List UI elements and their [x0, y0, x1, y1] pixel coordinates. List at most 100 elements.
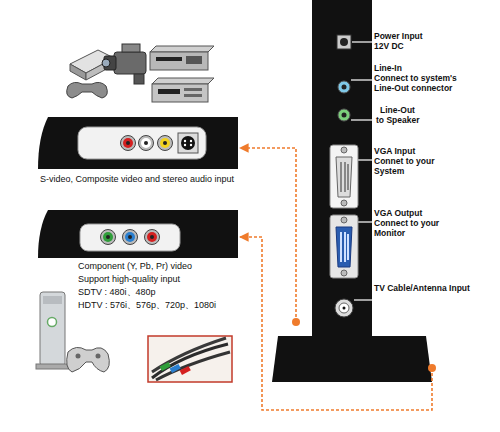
leader-line — [351, 79, 372, 81]
line-in-jack — [338, 81, 350, 93]
input-box-shape — [38, 210, 238, 258]
rca-green — [103, 232, 113, 242]
node-outline — [296, 0, 500, 368]
console-tower-icon — [36, 292, 109, 372]
rca-jack — [139, 136, 154, 151]
jack-hole — [342, 85, 347, 90]
rca-jack — [158, 136, 173, 151]
recorder-slot — [158, 89, 180, 94]
input-caption: Support high-quality input — [78, 274, 278, 285]
input-caption: SDTV : 480i、480p — [78, 287, 278, 298]
callout-label: VGA Input — [374, 146, 484, 156]
rca-white — [141, 138, 151, 148]
callout-label: VGA Output — [374, 208, 484, 218]
pin-row — [344, 232, 346, 262]
photo-frame — [148, 336, 232, 382]
rca-red — [147, 232, 157, 242]
connector-origin-dot — [428, 364, 436, 372]
rca-jack — [121, 136, 136, 151]
rca-yellow — [160, 138, 170, 148]
callout-label: Connet to your System — [374, 156, 452, 176]
callout-label: Line-In — [374, 63, 484, 73]
dashed-connector — [240, 148, 296, 322]
lens-glass — [102, 59, 110, 67]
device-connectors — [330, 35, 358, 317]
d-sub-shell — [336, 157, 352, 197]
vga-output-port — [330, 215, 358, 278]
coax-jack — [335, 299, 353, 317]
recorder-top — [152, 78, 214, 84]
s-video-pin — [184, 140, 186, 142]
pin-row — [347, 234, 349, 260]
callout-label: Connect to system's Line-Out connector — [374, 73, 474, 93]
player-slot — [156, 57, 182, 61]
callout-label: TV Cable/Antenna Input — [374, 283, 494, 293]
s-video-pin — [190, 140, 192, 142]
callout-label: Line-Out — [380, 105, 490, 115]
connector-origin-dot — [292, 318, 300, 326]
device-panel — [312, 0, 372, 336]
vga-input-port — [330, 145, 358, 208]
vcr-dvd-icon — [150, 46, 214, 102]
camcorder-body — [114, 52, 146, 74]
callout-label: 12V DC — [374, 41, 484, 51]
rca-pin — [144, 141, 148, 145]
callout-label: Power Input — [374, 31, 484, 41]
tv-box-device: Power Input12V DC Line-InConnect to syste… — [296, 0, 500, 368]
s-video-jack — [181, 136, 195, 150]
s-video-socket — [178, 133, 198, 153]
av-connector-panel — [78, 127, 206, 159]
rca-jack — [123, 230, 138, 245]
device-stand — [272, 336, 432, 382]
rca-pin — [163, 141, 167, 145]
recorder-buttons — [184, 88, 202, 91]
plug-green — [160, 362, 171, 371]
tower-body — [40, 292, 65, 366]
controller-stick — [76, 354, 81, 359]
tower-drive — [43, 296, 62, 304]
callout-leaders — [351, 42, 372, 300]
pin-row — [347, 164, 349, 190]
rca-pin — [126, 141, 130, 145]
input-box-shape — [38, 117, 238, 169]
leader-line — [352, 41, 372, 43]
rca-red — [123, 138, 133, 148]
coax-pin — [343, 307, 346, 310]
camcorder-icon — [102, 44, 146, 84]
input-caption: S-video, Composite video and stereo audi… — [40, 174, 280, 185]
line-out-jack — [338, 109, 350, 121]
component-cable-photo — [148, 336, 232, 382]
controller-icon — [67, 82, 108, 98]
s-video-pin — [190, 144, 192, 146]
port-screw — [341, 270, 347, 276]
port-screw — [341, 217, 347, 223]
rca-pin — [150, 235, 154, 239]
callout-label: to Speaker — [376, 115, 486, 125]
console-front — [86, 58, 114, 80]
tower-button — [48, 318, 57, 327]
cable-wire — [152, 338, 226, 372]
cable-wire — [156, 352, 230, 380]
component-connector-panel — [80, 224, 180, 251]
leader-line — [358, 221, 372, 223]
jack-hole — [342, 113, 347, 118]
plug-red — [180, 366, 191, 375]
av-input-box: S-video, Composite video and stereo audi… — [38, 117, 240, 192]
input-caption: Component (Y, Pb, Pr) video — [78, 261, 278, 272]
player-top — [150, 46, 214, 52]
pin-row — [340, 232, 342, 262]
cable-wire — [152, 344, 228, 378]
console-side — [70, 64, 86, 80]
connector-plate — [80, 224, 180, 251]
rca-pin — [106, 235, 110, 239]
leader-line — [351, 119, 372, 121]
recorder-buttons — [184, 94, 202, 97]
rca-jack — [101, 230, 116, 245]
component-input-box: Component (Y, Pb, Pr) videoSupport high-… — [38, 210, 240, 322]
game-console-icon — [67, 50, 114, 98]
recorder-front — [152, 84, 208, 102]
port-screw — [341, 200, 347, 206]
pin-row — [340, 162, 342, 192]
